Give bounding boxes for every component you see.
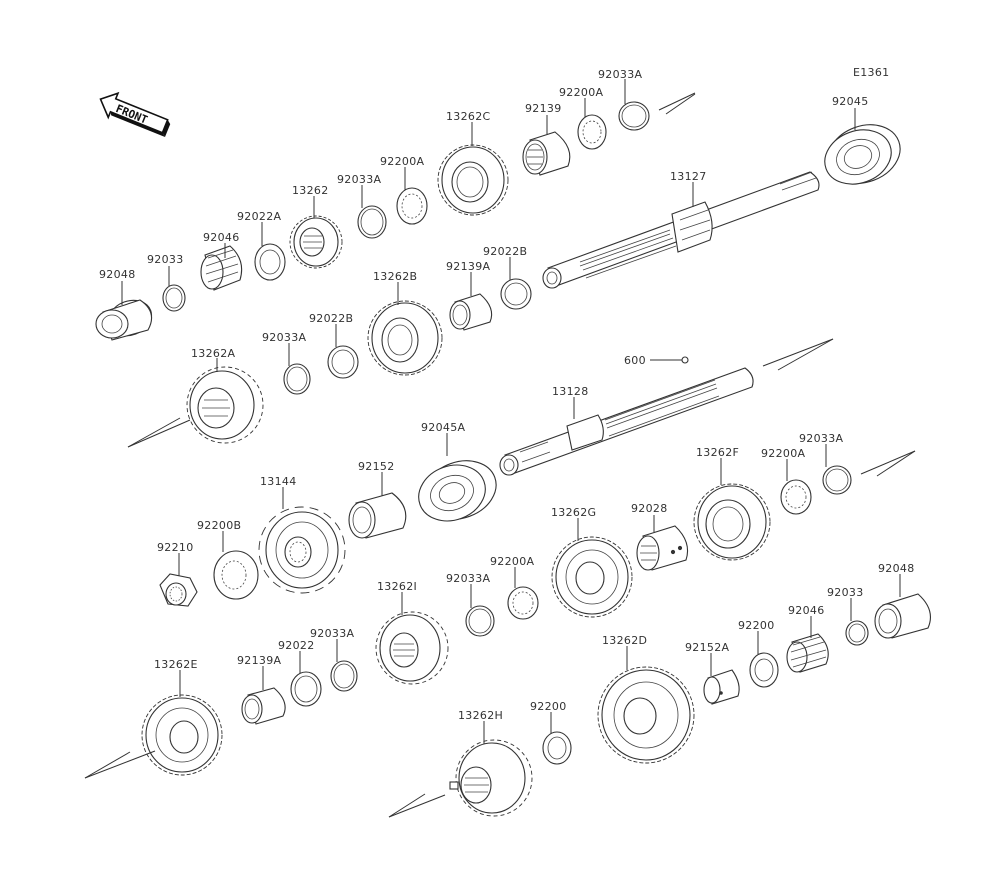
- label-13262h: 13262H: [458, 709, 503, 722]
- label-92033a-5: 92033A: [446, 572, 490, 585]
- label-92139: 92139: [525, 102, 562, 115]
- label-92200a-2: 92200A: [559, 86, 603, 99]
- part-92045a-ball-bearing: [418, 460, 497, 522]
- label-13262i: 13262I: [377, 580, 417, 593]
- front-arrow-icon: FRONT: [99, 91, 171, 138]
- label-92210: 92210: [157, 541, 194, 554]
- part-13262b-gear: [367, 300, 443, 376]
- label-92033a-3: 92033A: [262, 331, 306, 344]
- label-13262f: 13262F: [696, 446, 739, 459]
- label-92045: 92045: [832, 95, 869, 108]
- label-92200a-4: 92200A: [490, 555, 534, 568]
- part-92139a-bushing: [449, 293, 493, 331]
- part-92033a-circlip: [357, 205, 387, 239]
- part-13262-gear: [289, 215, 343, 269]
- label-92022b: 92022B: [483, 245, 527, 258]
- label-92022b-2: 92022B: [309, 312, 353, 325]
- label-92033a: 92033A: [337, 173, 381, 186]
- label-13262a: 13262A: [191, 347, 235, 360]
- part-92048-collar: [95, 299, 153, 341]
- part-13262a-gear-cluster: [186, 366, 264, 444]
- part-92152a-collar: [703, 669, 740, 705]
- part-13128-output-shaft: [499, 367, 754, 476]
- label-92046: 92046: [203, 231, 240, 244]
- part-92048-collar-2: [874, 593, 931, 639]
- label-92033: 92033: [147, 253, 184, 266]
- part-92022b-washer: [500, 278, 532, 310]
- part-92033-circlip: [162, 284, 186, 312]
- part-92139a-bushing-2: [241, 687, 286, 725]
- label-13262c: 13262C: [446, 110, 490, 123]
- label-92033a-2: 92033A: [598, 68, 642, 81]
- label-92139a-2: 92139A: [237, 654, 281, 667]
- label-92152a: 92152A: [685, 641, 729, 654]
- part-92200a-toothed-washer-2: [577, 114, 607, 150]
- part-92046-needle-bearing: [200, 245, 243, 291]
- label-92046-2: 92046: [788, 604, 825, 617]
- part-92033a-circlip-3: [283, 363, 311, 395]
- part-92200a-toothed-washer-4: [507, 586, 539, 620]
- part-13127-input-shaft: [542, 171, 820, 289]
- label-92048: 92048: [99, 268, 136, 281]
- part-92033a-circlip-6: [330, 660, 358, 692]
- label-92022a: 92022A: [237, 210, 281, 223]
- part-92022b-washer-2: [327, 345, 359, 379]
- label-13144: 13144: [260, 475, 297, 488]
- part-92200-washer: [749, 652, 779, 688]
- label-92139a: 92139A: [446, 260, 490, 273]
- part-92200a-toothed-washer: [396, 187, 428, 225]
- label-13262b: 13262B: [373, 270, 417, 283]
- part-92200a-toothed-washer-3: [780, 479, 812, 515]
- label-13127: 13127: [670, 170, 707, 183]
- part-13262g-gear: [551, 536, 633, 618]
- label-13262: 13262: [292, 184, 329, 197]
- part-92200b-lock-washer: [213, 550, 259, 600]
- label-600: 600: [624, 354, 646, 367]
- label-92200-2: 92200: [530, 700, 567, 713]
- label-92033-2: 92033: [827, 586, 864, 599]
- label-13128: 13128: [552, 385, 589, 398]
- part-13262e-gear: [141, 694, 223, 776]
- part-92033a-circlip-2: [618, 101, 650, 131]
- label-92152: 92152: [358, 460, 395, 473]
- label-92045a: 92045A: [421, 421, 465, 434]
- part-92033a-circlip-5: [465, 605, 495, 637]
- part-92022-washer: [290, 671, 322, 707]
- part-600-ball: [681, 356, 689, 364]
- label-92028: 92028: [631, 502, 668, 515]
- label-92048-2: 92048: [878, 562, 915, 575]
- part-13262c-gear: [437, 144, 509, 216]
- part-92033a-circlip-4: [822, 465, 852, 495]
- label-92033a-6: 92033A: [310, 627, 354, 640]
- part-92046-needle-bearing-2: [786, 633, 829, 673]
- part-92028-needle-bearing: [636, 525, 689, 571]
- part-92139-bushing: [522, 131, 571, 176]
- part-92045-ball-bearing: [824, 124, 901, 185]
- diagram-code: E1361: [853, 66, 889, 79]
- part-13262i-gear: [375, 611, 449, 685]
- part-13144-sprocket: [258, 506, 346, 594]
- label-92200a: 92200A: [380, 155, 424, 168]
- label-13262e: 13262E: [154, 658, 198, 671]
- part-13262f-gear: [693, 483, 771, 561]
- label-92200b: 92200B: [197, 519, 241, 532]
- label-92200a-3: 92200A: [761, 447, 805, 460]
- part-92152-collar: [348, 492, 407, 539]
- part-92210-nut: [159, 573, 198, 607]
- label-92033a-4: 92033A: [799, 432, 843, 445]
- label-13262d: 13262D: [602, 634, 647, 647]
- label-92022: 92022: [278, 639, 315, 652]
- part-13262h-gear: [449, 739, 533, 817]
- part-13262d-gear: [597, 666, 695, 764]
- part-92022a-washer: [254, 243, 286, 281]
- label-13262g: 13262G: [551, 506, 596, 519]
- label-92200: 92200: [738, 619, 775, 632]
- part-92200-washer-2: [542, 731, 572, 765]
